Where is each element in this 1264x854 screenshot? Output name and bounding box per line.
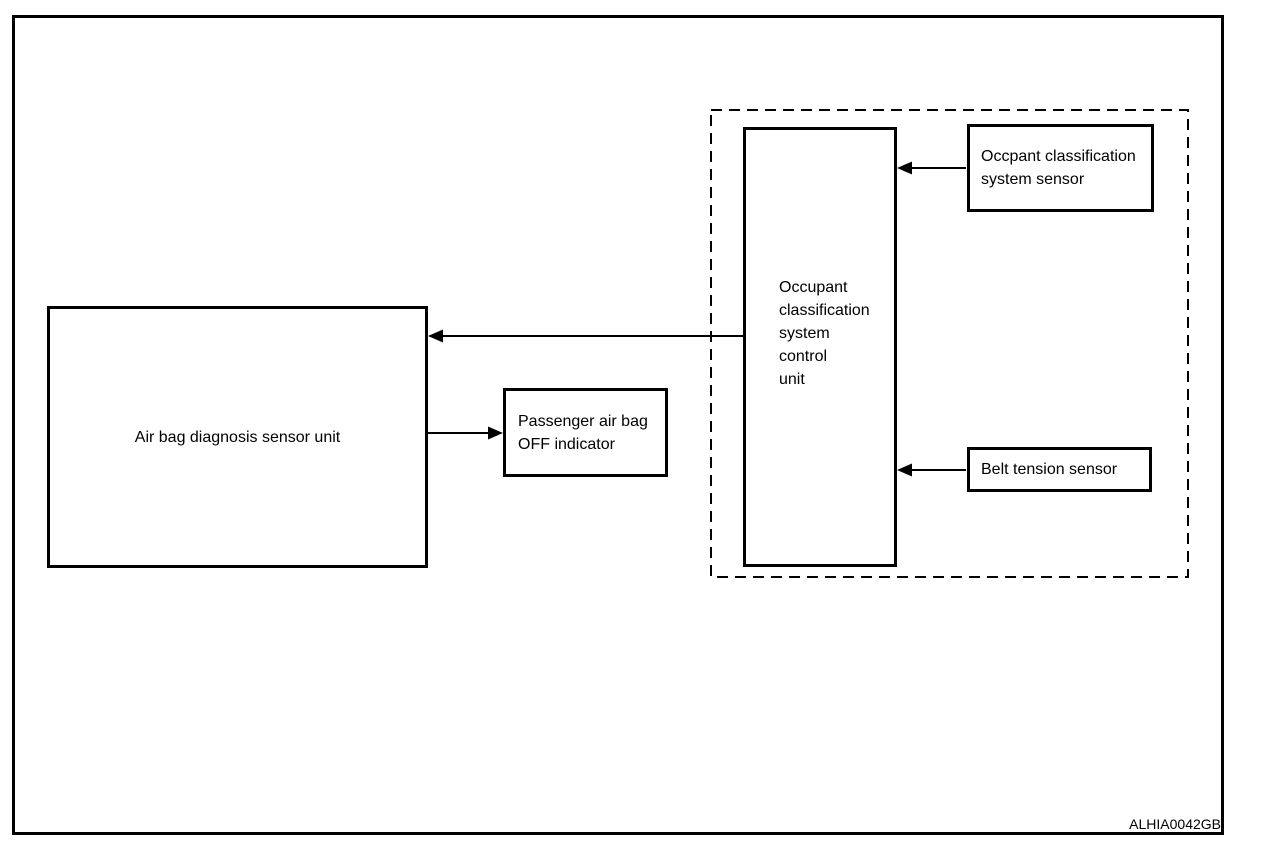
node-label-line: classification	[779, 302, 870, 319]
node-label-line: OFF indicator	[518, 435, 615, 453]
node-label: Air bag diagnosis sensor unit	[134, 428, 341, 446]
node-occupant-classification-system-control-unit: Occupant classification system control u…	[743, 127, 897, 567]
node-label-line: Occpant classification	[981, 148, 1136, 165]
node-label-line: control	[779, 348, 828, 365]
node-air-bag-diagnosis-sensor-unit: Air bag diagnosis sensor unit	[47, 306, 428, 568]
node-belt-tension-sensor: Belt tension sensor	[967, 447, 1152, 492]
node-label-line: unit	[779, 371, 805, 388]
node-label-line: Occupant	[779, 279, 848, 296]
node-label-line: system sensor	[981, 171, 1085, 188]
node-occpant-classification-system-sensor: Occpant classification system sensor	[967, 124, 1154, 212]
figure-id-label: ALHIA0042GB	[1129, 816, 1221, 832]
diagram-frame	[12, 15, 1224, 835]
node-label-line: Passenger air bag	[518, 412, 648, 430]
node-label: Belt tension sensor	[981, 461, 1118, 478]
node-passenger-air-bag-off-indicator: Passenger air bag OFF indicator	[503, 388, 668, 477]
node-label-line: system	[779, 325, 830, 342]
